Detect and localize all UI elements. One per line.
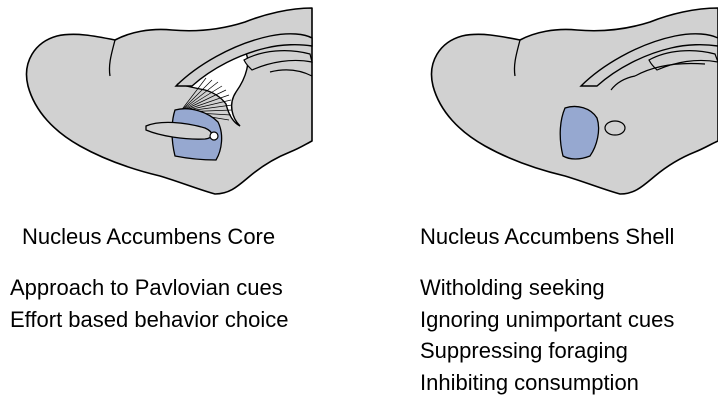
brain-diagram-shell [405, 0, 718, 200]
function-item: Inhibiting consumption [420, 367, 674, 398]
function-list-shell: Witholding seeking Ignoring unimportant … [420, 272, 674, 398]
nucleus-accumbens-shell-region [560, 106, 598, 159]
function-item: Ignoring unimportant cues [420, 304, 674, 336]
anterior-commissure-dot [210, 132, 218, 140]
panel-title-core: Nucleus Accumbens Core [22, 224, 275, 250]
anterior-commissure [605, 121, 625, 135]
function-list-core: Approach to Pavlovian cues Effort based … [10, 272, 288, 335]
function-item: Effort based behavior choice [10, 304, 288, 336]
panel-title-shell: Nucleus Accumbens Shell [420, 224, 674, 250]
function-item: Approach to Pavlovian cues [10, 272, 288, 304]
function-item: Suppressing foraging [420, 335, 674, 367]
brain-diagram-core [0, 0, 330, 200]
function-item: Witholding seeking [420, 272, 674, 304]
